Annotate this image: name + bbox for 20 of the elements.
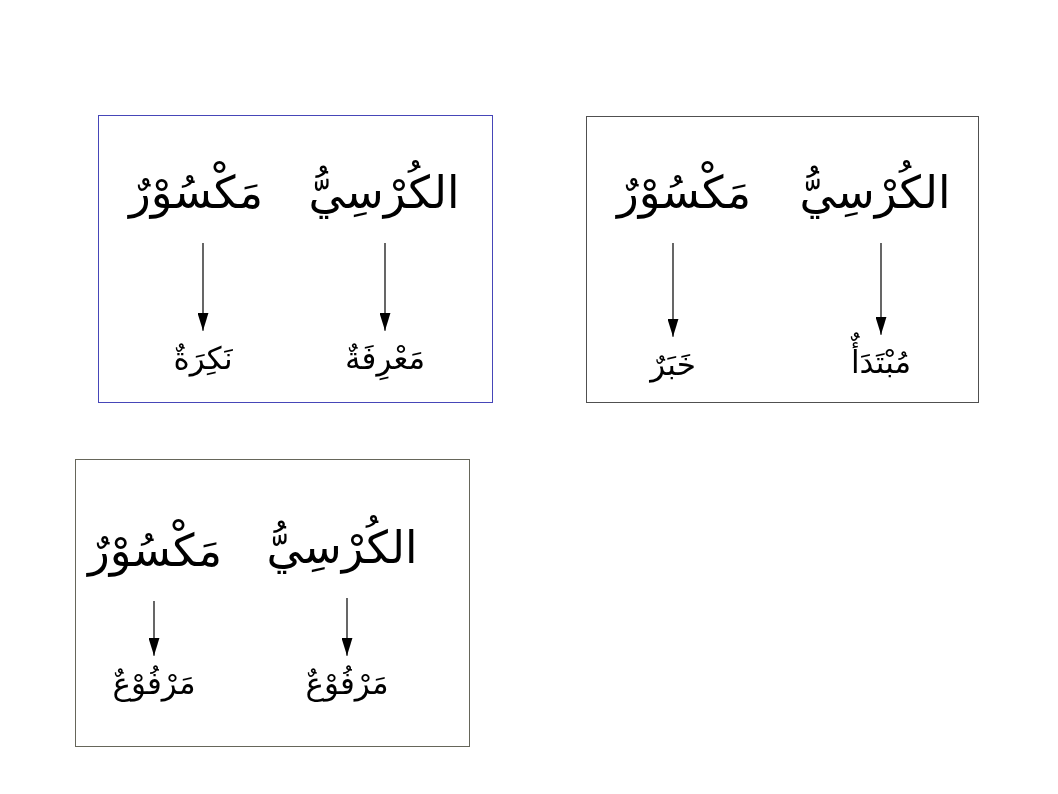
term-text: مَرْفُوْعٌ [301,656,393,710]
arrow [197,242,209,332]
word-text: مَكْسُوْرٌ [611,155,757,231]
term-text: مَرْفُوْعٌ [108,656,200,710]
frame-box [586,116,979,403]
arrow [875,242,887,336]
word-text: الكُرْسِيُّ [261,510,423,586]
word-text: الكُرْسِيُّ [794,155,956,231]
arrow [148,600,160,657]
term-text: مَعْرِفَةٌ [341,331,429,385]
term-text: نَكِرَةٌ [169,331,237,385]
frame-box [98,115,493,403]
arrow [379,242,391,332]
word-text: الكُرْسِيُّ [303,155,465,231]
term-text: خَبَرٌ [646,337,700,391]
word-text: مَكْسُوْرٌ [82,513,228,589]
frame-box [75,459,470,747]
word-text: مَكْسُوْرٌ [123,155,269,231]
arrow [341,597,353,657]
arrow [667,242,679,338]
